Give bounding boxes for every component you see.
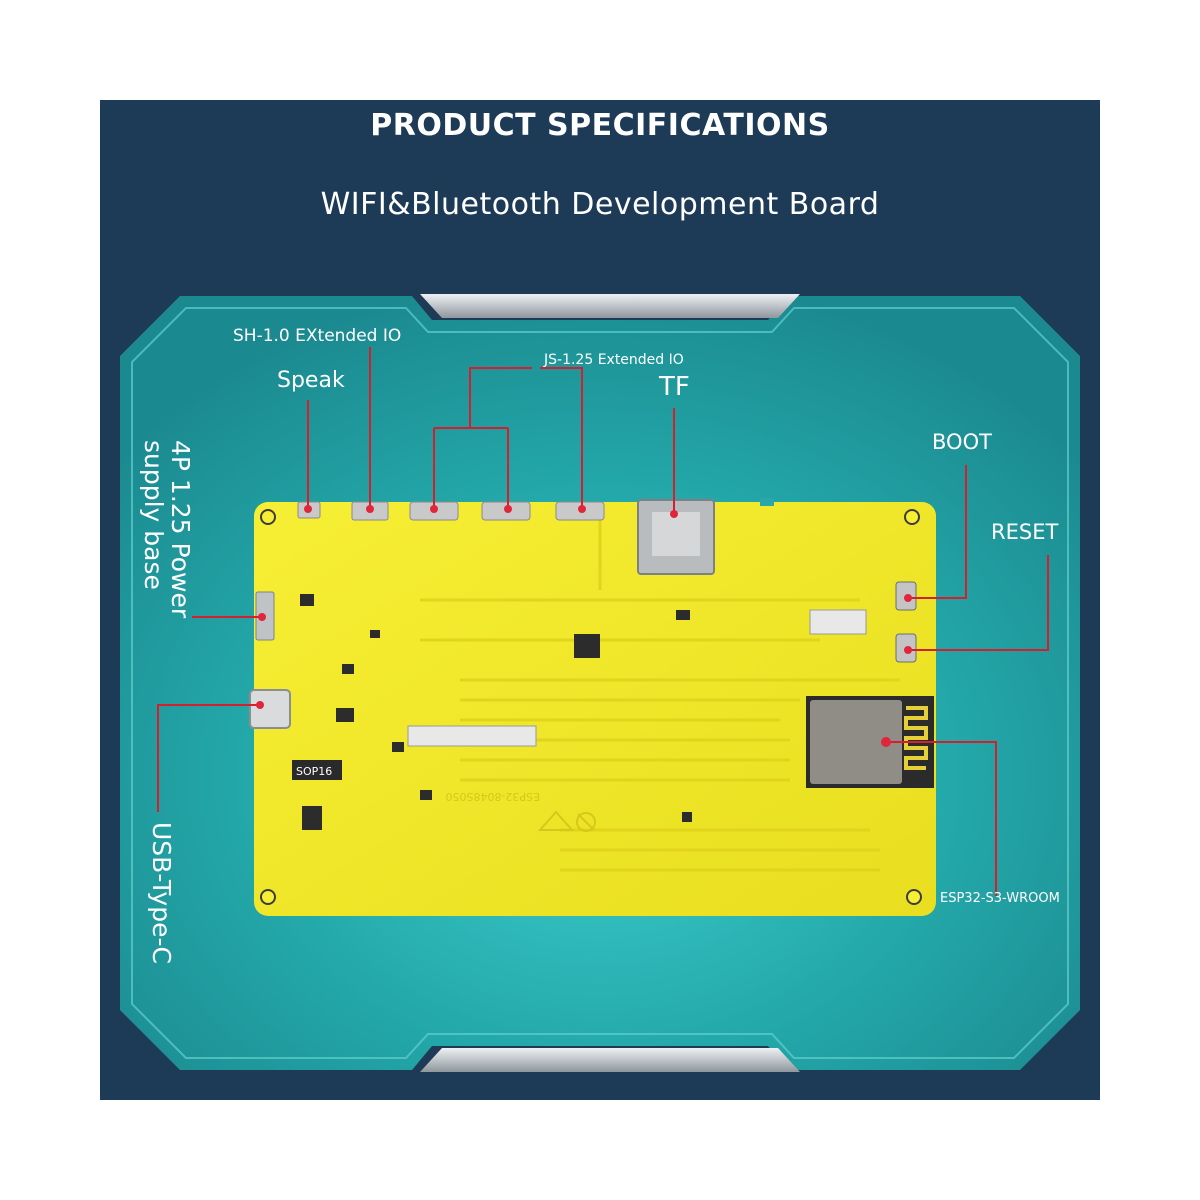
sop16-chip <box>292 760 342 780</box>
line-js <box>433 367 583 509</box>
display-connector <box>809 609 867 635</box>
top-tab <box>420 294 800 318</box>
line-reset <box>908 555 1049 651</box>
label-usb-type-c: USB-Type-C <box>147 822 176 964</box>
callout-dots <box>256 505 912 747</box>
label-tf: TF <box>659 372 690 402</box>
line-boot <box>908 465 967 599</box>
label-reset: RESET <box>991 520 1059 544</box>
label-sh-extended-io: SH-1.0 EXtended IO <box>233 326 402 346</box>
small-components <box>300 594 692 830</box>
line-module <box>886 741 997 896</box>
page-subtitle: WIFI&Bluetooth Development Board <box>320 187 880 222</box>
usb-c-port <box>249 689 291 729</box>
label-boot: BOOT <box>932 430 992 454</box>
silk-model: ESP32-8048S050 <box>445 790 540 803</box>
silk-sop16: SOP16 <box>296 765 332 778</box>
label-js-extended-io: JS-1.25 Extended IO <box>544 352 684 368</box>
panel-frame <box>131 307 1069 1059</box>
line-usb <box>157 704 258 812</box>
label-power-line1: 4P 1.25 Power <box>166 440 195 619</box>
pcb-traces <box>420 520 900 872</box>
callout-lines <box>157 347 1049 896</box>
label-power-supply-base: 4P 1.25 Power supply base <box>139 440 195 619</box>
bottom-tab <box>420 1048 800 1072</box>
page-title: PRODUCT SPECIFICATIONS <box>370 108 830 143</box>
pcb-board <box>254 502 936 916</box>
ribbon-connector <box>407 725 537 747</box>
label-power-line2: supply base <box>139 440 168 590</box>
cert-marks <box>537 810 596 832</box>
mounting-holes <box>260 509 922 905</box>
label-esp32-module: ESP32-S3-WROOM <box>940 891 1060 906</box>
label-speak: Speak <box>277 368 345 393</box>
